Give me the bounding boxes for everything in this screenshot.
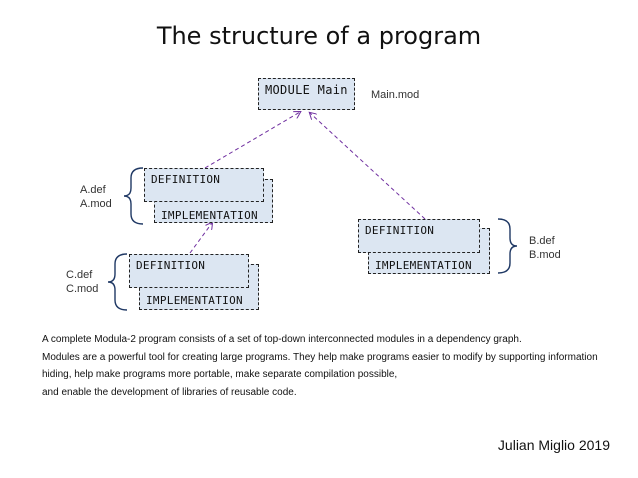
module-c-definition-box: DEFINITION	[129, 254, 249, 288]
module-a-files: A.def A.mod	[80, 183, 112, 211]
page-title: The structure of a program	[156, 22, 482, 50]
brace-b	[497, 218, 518, 274]
module-a-mod-file: A.mod	[80, 198, 112, 210]
module-b-definition-box: DEFINITION	[358, 219, 480, 253]
description-text: A complete Modula-2 program consists of …	[42, 331, 632, 401]
description-line: A complete Modula-2 program consists of …	[42, 334, 522, 345]
description-line: and enable the development of libraries …	[42, 386, 297, 398]
description-line: Modules are a powerful tool for creating…	[42, 351, 598, 363]
description-line: hiding, help make programs more portable…	[42, 369, 398, 380]
module-c-mod-file: C.mod	[66, 283, 99, 295]
main-file-label: Main.mod	[371, 89, 420, 101]
brace-a	[123, 167, 144, 225]
author-credit: Julian Miglio 2019	[497, 437, 610, 453]
module-c-files: C.def C.mod	[66, 268, 98, 296]
arrow-a-to-main	[204, 112, 300, 169]
module-main-box: MODULE Main	[258, 78, 355, 110]
module-b-mod-file: B.mod	[529, 249, 561, 261]
arrow-c-to-a	[189, 223, 212, 254]
module-a-def-file: A.def	[80, 184, 106, 196]
brace-c	[107, 253, 128, 311]
module-b-def-file: B.def	[529, 235, 555, 247]
module-a-definition-box: DEFINITION	[144, 168, 264, 202]
module-b-files: B.def B.mod	[529, 234, 561, 262]
arrow-b-to-main	[310, 113, 426, 220]
module-c-def-file: C.def	[66, 269, 93, 281]
